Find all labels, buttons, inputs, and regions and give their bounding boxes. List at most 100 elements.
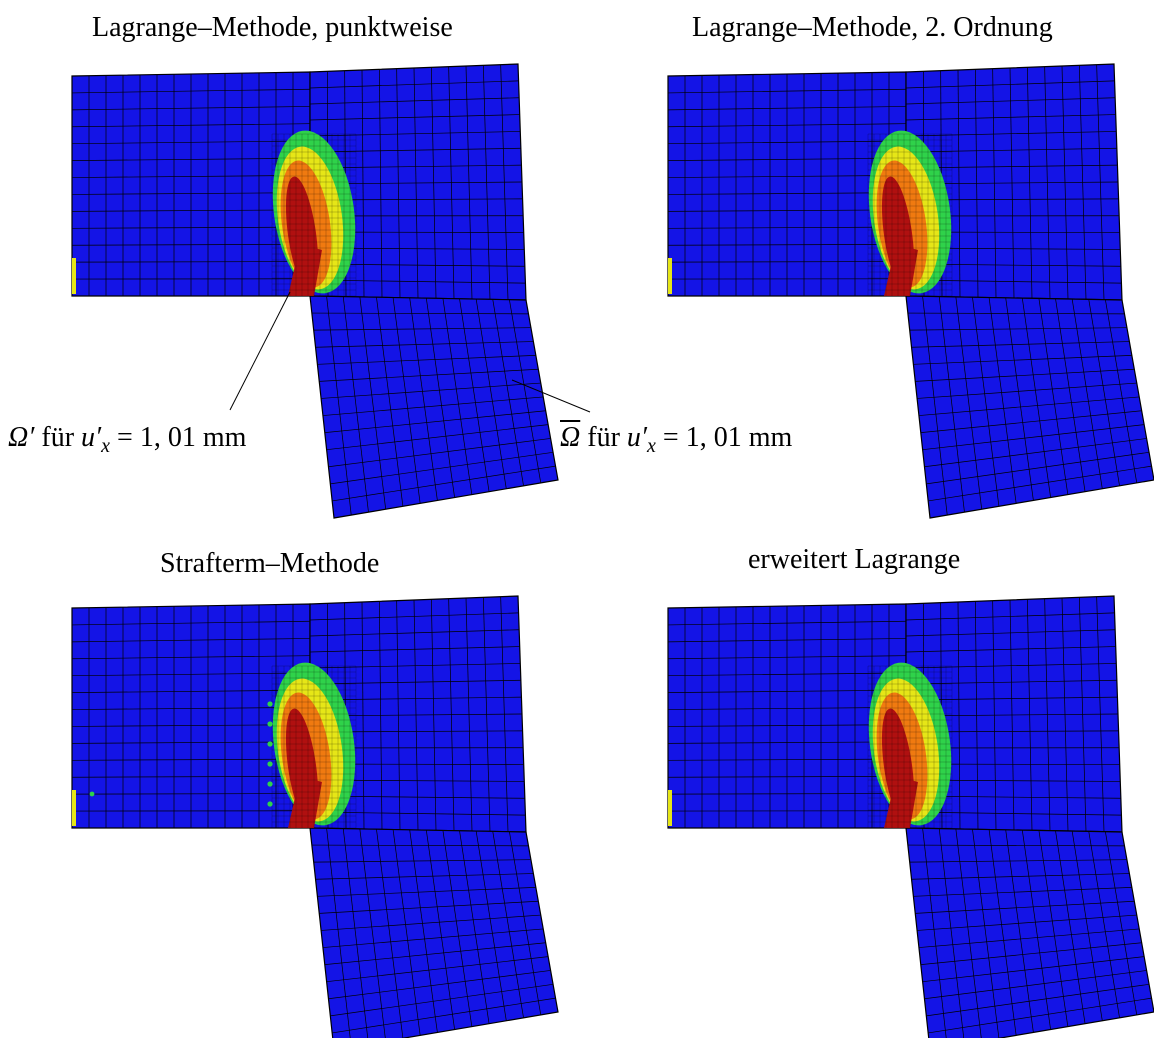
mesh-line <box>917 914 1137 931</box>
mesh-line <box>924 438 1147 468</box>
mesh-line <box>326 956 549 983</box>
mesh-line <box>905 679 1117 685</box>
edge-strip <box>72 790 76 826</box>
mesh-line <box>326 828 351 1038</box>
mesh-line <box>409 829 438 1033</box>
annotation-var-2: u′ <box>626 422 648 453</box>
mesh-arm-vertical <box>309 827 559 1038</box>
panel-title-erweitert-lagrange: erweitert Lagrange <box>748 544 961 575</box>
mesh-line <box>71 655 311 660</box>
mesh-line <box>667 209 907 212</box>
mesh-line <box>317 355 536 365</box>
mesh-line <box>459 830 490 1024</box>
mesh-line <box>342 828 369 1038</box>
mesh-line <box>988 297 1017 504</box>
mesh-line <box>342 296 369 513</box>
mesh-line <box>667 123 907 128</box>
mesh-line <box>509 831 542 1015</box>
panel-title-strafterm: Strafterm–Methode <box>160 548 380 579</box>
mesh-line <box>328 970 551 1000</box>
mesh-line <box>667 261 907 263</box>
annotation-var-1: u′ <box>81 422 102 453</box>
mesh-line <box>972 297 1000 507</box>
mesh-line <box>71 192 311 195</box>
mesh-line <box>459 298 490 492</box>
mesh-line <box>309 679 521 685</box>
mesh-line <box>905 811 1122 816</box>
leader-line-omega-prime <box>229 291 291 411</box>
panel-erweitert-lagrange <box>667 595 1154 1038</box>
mesh-line <box>71 758 311 761</box>
mesh-line <box>71 261 311 263</box>
mesh-line <box>905 279 1122 284</box>
mesh-line <box>1038 298 1069 495</box>
mesh-line <box>667 243 907 246</box>
panel-lagrange-punktweise <box>71 63 559 519</box>
mesh-line <box>667 106 907 111</box>
mesh-line <box>667 638 907 643</box>
annotation-fuer-2: für <box>587 422 620 453</box>
mesh-line <box>905 696 1118 701</box>
omega-prime-symbol: Ω′ <box>8 422 35 453</box>
mesh-line <box>319 900 539 914</box>
mesh-line <box>911 341 1130 348</box>
panel-strafterm <box>71 595 559 1038</box>
mesh-line <box>911 873 1130 880</box>
mesh-line <box>667 140 907 145</box>
mesh-line <box>915 368 1135 382</box>
mesh-line <box>955 296 983 510</box>
mesh-line <box>922 828 947 1038</box>
mesh-line <box>918 928 1140 948</box>
mesh-line <box>311 844 529 847</box>
mesh-line <box>913 887 1132 897</box>
mesh-line <box>330 983 554 1017</box>
stray-point <box>267 741 273 747</box>
stray-point <box>267 761 273 767</box>
mesh-line <box>311 312 529 315</box>
mesh-line <box>332 465 556 502</box>
annotation-eq-2: = 1, 01 mm <box>662 422 793 453</box>
panel-lagrange-2-ordnung <box>667 63 1154 519</box>
mesh-line <box>309 97 520 105</box>
mesh-line <box>309 646 520 653</box>
mesh-line <box>509 299 542 483</box>
mesh-line <box>309 612 519 621</box>
mesh-arm-vertical <box>905 827 1154 1038</box>
mesh-line <box>917 382 1137 399</box>
mesh-line <box>475 831 507 1021</box>
mesh-line <box>905 131 1117 137</box>
mesh-line <box>938 828 965 1038</box>
annotation-fuer-1: für <box>41 422 75 453</box>
mesh-line <box>324 410 546 433</box>
mesh-line <box>309 663 521 669</box>
mesh-arm-vertical <box>309 295 559 519</box>
notch-wedge <box>884 244 918 296</box>
mesh-line <box>71 775 311 778</box>
mesh-line <box>376 829 404 1038</box>
mesh-line <box>922 424 1145 451</box>
mesh-line <box>475 299 507 489</box>
mesh-line <box>924 970 1147 1000</box>
mesh-arm-vertical <box>905 295 1154 519</box>
mesh-line <box>905 147 1117 153</box>
mesh-line <box>321 382 541 399</box>
mesh-line <box>326 296 352 516</box>
annotation-sub-1: x <box>101 435 111 457</box>
mesh-line <box>667 793 907 795</box>
edge-strip <box>668 790 672 826</box>
mesh-line <box>955 828 982 1038</box>
mesh-line <box>359 296 387 510</box>
mesh-line <box>1055 298 1086 492</box>
mesh-line <box>71 707 311 710</box>
mesh-line <box>309 131 521 137</box>
mesh-line <box>309 164 522 169</box>
mesh-line <box>71 672 311 677</box>
mesh-line <box>492 831 524 1018</box>
mesh-line <box>71 243 311 246</box>
mesh-line <box>907 312 1125 315</box>
mesh-line <box>321 914 541 931</box>
mesh-line <box>328 438 551 468</box>
mesh-line <box>905 80 1115 89</box>
mesh-line <box>972 829 1000 1038</box>
